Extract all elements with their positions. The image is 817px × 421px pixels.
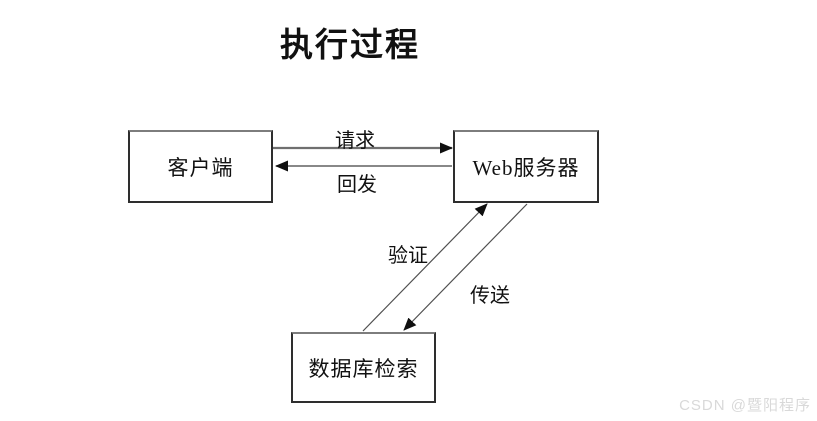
edge-label-request: 请求 — [335, 130, 375, 152]
node-client: 客户端 — [128, 130, 273, 203]
node-client-label: 客户端 — [167, 155, 234, 180]
edge-label-verify: 验证 — [388, 245, 428, 267]
diagram-title: 执行过程 — [280, 28, 420, 64]
edge-label-transfer: 传送 — [470, 285, 510, 307]
node-web-server: Web服务器 — [453, 130, 599, 203]
node-database-label: 数据库检索 — [308, 356, 419, 381]
edge-label-postback: 回发 — [337, 174, 377, 196]
node-web-server-label: Web服务器 — [472, 155, 580, 180]
csdn-watermark: CSDN @暨阳程序 — [679, 397, 811, 414]
node-database: 数据库检索 — [291, 332, 436, 403]
